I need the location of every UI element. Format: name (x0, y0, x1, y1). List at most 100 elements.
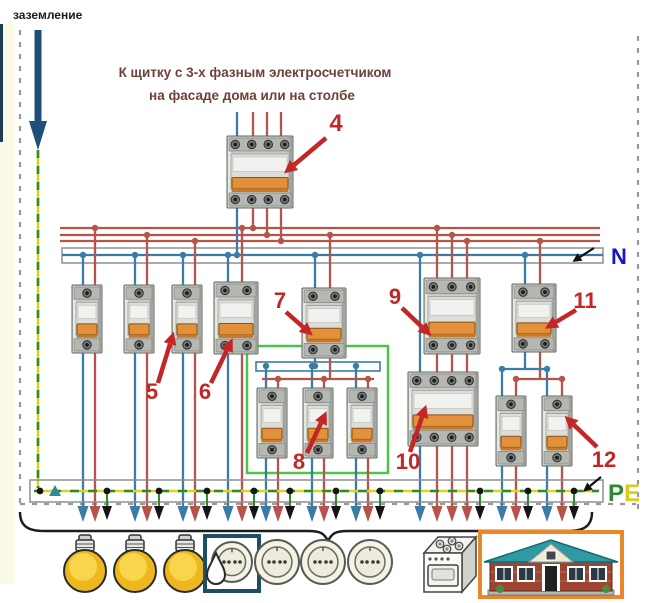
ground-label: заземление (13, 8, 83, 22)
callout-arrow-6 (208, 349, 230, 384)
breaker-shadow (568, 397, 571, 465)
breaker-toggle-shade (77, 334, 97, 338)
pe-tap-dot (203, 487, 211, 495)
pe-feeder-arrow (249, 506, 259, 520)
light-bulb-icon (113, 534, 157, 593)
terminal-screw-dot (509, 402, 513, 407)
bush (496, 585, 504, 593)
breaker-toggle (76, 323, 98, 336)
phase-tap-dot (238, 224, 246, 232)
pe-label-pointer-head (583, 482, 593, 492)
phase-tap-dot (320, 375, 328, 383)
neutral-tap-dot (498, 365, 506, 373)
phase-feeder-arrow (236, 506, 248, 522)
breaker-highlight (258, 389, 261, 457)
phase-tap-dot (249, 224, 257, 232)
callout-arrow-6-head (221, 338, 233, 353)
bulb-glow (119, 553, 147, 581)
feeder-arrows (77, 494, 579, 522)
ground-arrow-icon (29, 30, 47, 150)
breaker-shadow (98, 286, 101, 352)
breaker-5-3 (171, 284, 203, 354)
socket-pin-dot (329, 560, 333, 564)
bulb-glow (169, 553, 197, 581)
breaker-shadow (254, 283, 257, 353)
stove-knob (446, 557, 450, 561)
pe-label-pointer (589, 476, 602, 487)
breaker-8-1 (256, 387, 288, 459)
socket-pin-dot (365, 560, 369, 564)
callout-labels: 4 5 6 7 8 9 10 11 12 (146, 110, 616, 474)
callout-arrow-7 (284, 310, 305, 329)
breaker-top-cap (409, 373, 477, 388)
breaker-6 (213, 281, 259, 355)
breaker-shadow (342, 289, 345, 357)
oven-window (431, 568, 455, 581)
load-icons (63, 530, 624, 599)
breaker-highlight (543, 397, 546, 465)
neutral-bus (61, 247, 604, 264)
breaker-shadow (198, 286, 201, 352)
phase-tap-dot (191, 237, 199, 245)
breaker-highlight (425, 279, 428, 353)
pe-ground-tap-icon (49, 485, 61, 496)
breaker-5-2 (123, 284, 155, 354)
terminal-screw-dot (555, 402, 559, 407)
phase-feeder-arrow (556, 506, 568, 522)
terminal-screw-dot (245, 288, 249, 293)
phase-feeder-arrow (89, 506, 101, 522)
socket-pin-dot (376, 560, 380, 564)
pe-tap-dot (286, 487, 294, 495)
terminal-screw-dot (249, 142, 254, 147)
neutral-feeder-arrow (350, 506, 362, 522)
stove-burner-center (450, 539, 454, 543)
terminal-screw-dot (450, 343, 454, 348)
breaker-toggle-shade (219, 335, 253, 339)
neutral-feeder-arrow (177, 506, 189, 522)
socket-pin-dot (313, 560, 317, 564)
pe-tap-dot (250, 487, 258, 495)
breaker-label-window (77, 304, 97, 319)
socket-pin-dot (360, 560, 364, 564)
caption-line1: К щитку с 3-х фазным электросчетчиком (119, 65, 392, 80)
terminal-screw-dot (266, 197, 271, 202)
neutral-feeder-arrow (414, 506, 426, 522)
callout-5: 5 (146, 379, 158, 404)
pe-tap-dot (36, 487, 44, 495)
callout-arrows (155, 136, 599, 454)
caption-line2: на фасаде дома или на столбе (149, 88, 355, 103)
phase-tap-dot (274, 375, 282, 383)
socket-pin-dot (318, 560, 322, 564)
callout-arrow-10-head (415, 404, 429, 420)
terminal-screw-dot (311, 347, 315, 352)
phase-tap-dot (448, 231, 456, 239)
breaker-toggle (218, 323, 254, 336)
breaker-11 (511, 283, 557, 353)
socket-pin-dot (371, 560, 375, 564)
breaker-toggle (546, 435, 568, 448)
callout-10: 10 (396, 449, 420, 474)
terminal-screw-dot (245, 343, 249, 348)
circuit-breakers (71, 135, 573, 467)
breaker-12-2 (541, 395, 573, 467)
pe-bus (29, 479, 604, 503)
phase-feeder-arrow (446, 506, 458, 522)
door (545, 566, 557, 591)
socket-icon (254, 539, 300, 585)
breaker-shadow (329, 389, 332, 457)
breaker-toggle (351, 427, 373, 440)
breaker-toggle-shade (413, 426, 473, 430)
breaker-top-cap (228, 137, 292, 152)
breaker-label-window (517, 303, 551, 318)
phase-feeder-arrow (461, 506, 473, 522)
breaker-label-window (177, 304, 197, 319)
callout-arrow-12 (572, 423, 599, 449)
neutral-tap-dot (179, 251, 187, 259)
breaker-toggle-shade (177, 334, 197, 338)
breaker-toggle (128, 323, 150, 336)
breaker-toggle-shade (129, 334, 149, 338)
breaker-toggle-shade (232, 189, 288, 193)
breaker-shadow (150, 286, 153, 352)
socket-pin-dot (233, 560, 237, 564)
